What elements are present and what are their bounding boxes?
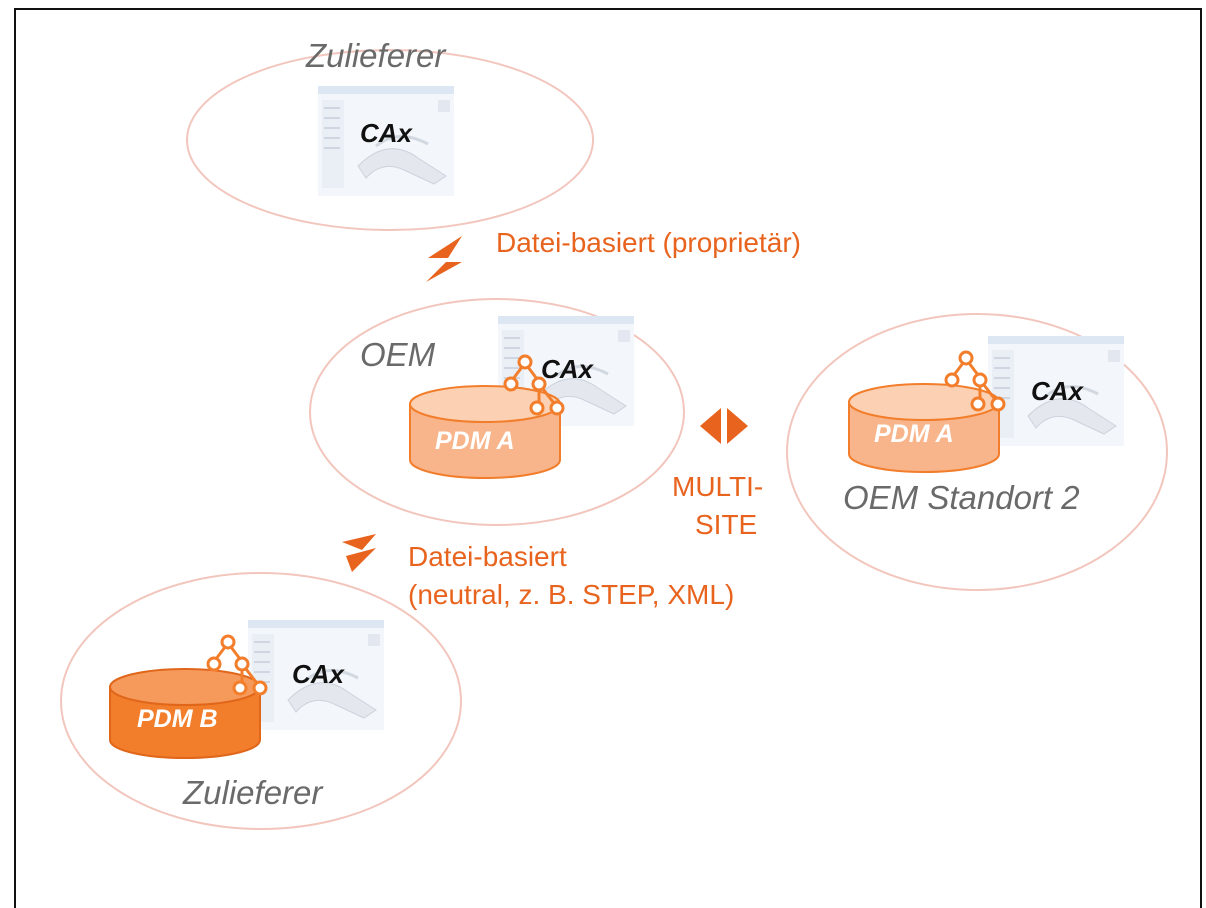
site-ellipse-oem-site2 — [786, 313, 1168, 591]
cax-label-supplier-bottom: CAx — [292, 659, 345, 689]
connection-label-multisite-line1: MULTI- — [672, 471, 764, 502]
connection-label-neutral-line2: (neutral, z. B. STEP, XML) — [408, 579, 735, 610]
exchange-arrow-multisite-icon — [700, 408, 748, 444]
site-ellipse-supplier-top — [186, 49, 594, 231]
pdm-database-supplier-bottom — [109, 668, 261, 759]
exchange-arrow-proprietary-icon — [426, 236, 462, 282]
site-ellipse-supplier-bottom — [60, 572, 462, 830]
site-ellipse-oem — [309, 298, 685, 526]
site-label-oem-site2: OEM Standort 2 — [843, 479, 1080, 516]
pdm-label-oem-site2: PDM A — [874, 420, 954, 448]
cax-label-oem-site2: CAx — [1031, 376, 1084, 406]
pdm-label-oem: PDM A — [435, 427, 515, 455]
connection-label-proprietary: Datei-basiert (proprietär) — [496, 227, 801, 258]
pdm-label-supplier-bottom: PDM B — [137, 705, 218, 733]
connection-label-neutral-line1: Datei-basiert — [408, 541, 567, 572]
diagram-canvas — [60, 49, 1168, 830]
diagram-frame — [14, 8, 1202, 908]
cax-label-supplier-top: CAx — [360, 118, 413, 148]
pdm-database-oem-site2 — [848, 383, 1000, 473]
exchange-arrow-neutral-icon — [342, 534, 376, 572]
site-label-supplier-top: Zulieferer — [306, 37, 446, 74]
site-label-oem: OEM — [360, 336, 436, 373]
site-label-supplier-bottom: Zulieferer — [183, 774, 323, 811]
connection-label-multisite-line2: SITE — [695, 509, 758, 540]
cax-label-oem: CAx — [541, 354, 594, 384]
